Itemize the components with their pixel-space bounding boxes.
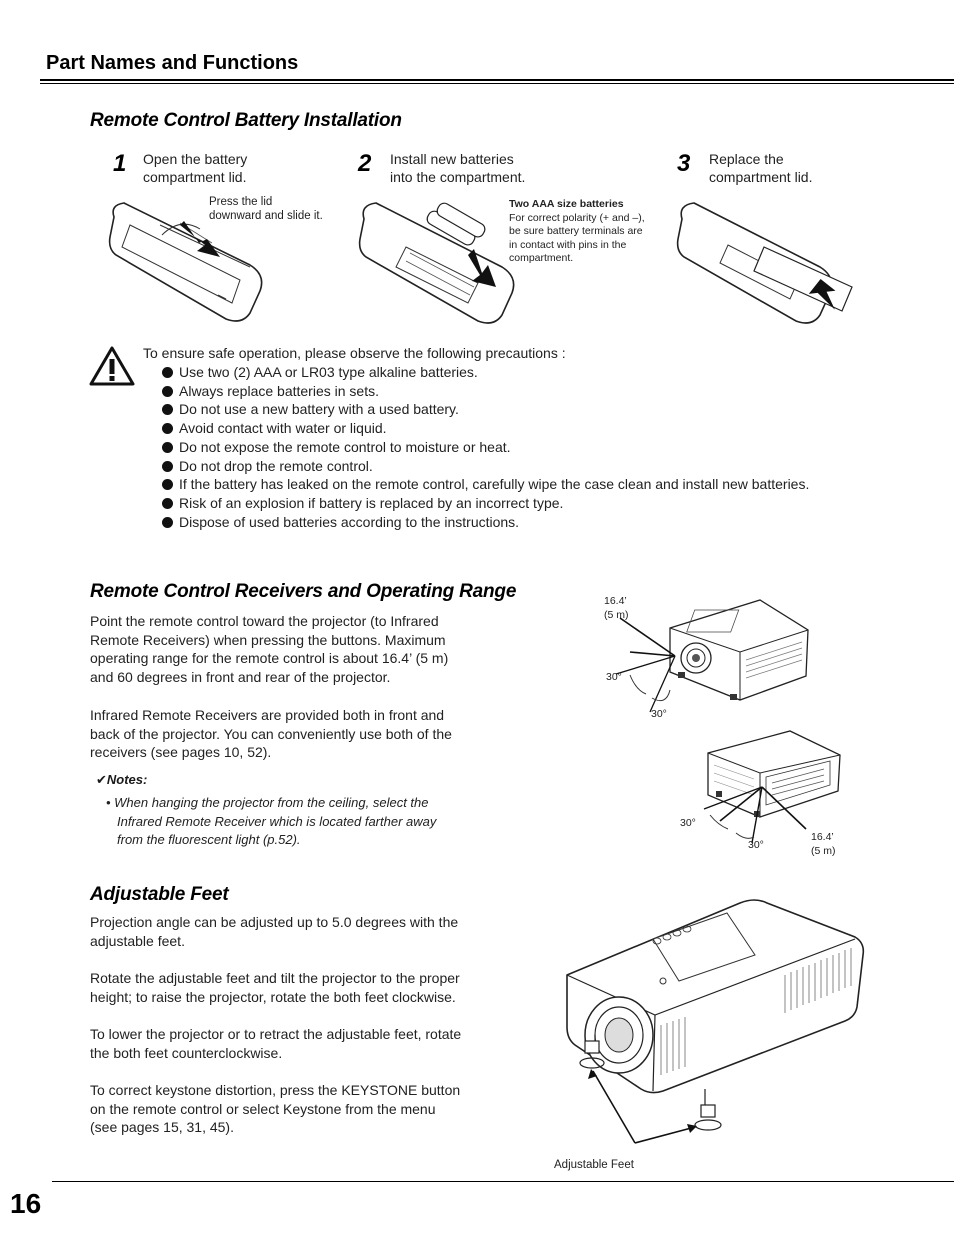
remote-install-batteries-illustration	[358, 202, 515, 324]
list-item: Do not use a new battery with a used bat…	[162, 400, 809, 419]
adjustable-feet-caption: Adjustable Feet	[554, 1159, 634, 1171]
step-2-note: Two AAA size batteries For correct polar…	[509, 198, 645, 264]
rear-angle-label-2: 30°	[748, 839, 764, 851]
feet-paragraph-2: Rotate the adjustable feet and tilt the …	[90, 970, 460, 1005]
precautions-list: Use two (2) AAA or LR03 type alkaline ba…	[162, 363, 809, 531]
precautions-intro: To ensure safe operation, please observe…	[143, 345, 566, 361]
feet-section-title: Adjustable Feet	[90, 884, 229, 905]
notes-label: ✔Notes:	[96, 772, 148, 787]
list-item: Do not expose the remote control to mois…	[162, 438, 809, 457]
rear-range-distance: 16.4’(5 m)	[811, 831, 836, 857]
list-item: Dispose of used batteries according to t…	[162, 513, 809, 532]
receivers-paragraph-1: Point the remote control toward the proj…	[90, 613, 449, 685]
remote-replace-lid-illustration	[676, 202, 853, 324]
feet-paragraph-1: Projection angle can be adjusted up to 5…	[90, 914, 459, 949]
list-item: Use two (2) AAA or LR03 type alkaline ba…	[162, 363, 809, 382]
remote-open-lid-illustration	[108, 202, 263, 322]
header-rule	[40, 79, 954, 81]
projector-adjustable-feet-illustration	[566, 899, 865, 1144]
receivers-section-title: Remote Control Receivers and Operating R…	[90, 581, 517, 602]
list-item: Always replace batteries in sets.	[162, 382, 809, 401]
rear-angle-label-1: 30°	[680, 817, 696, 829]
front-angle-label-1: 30°	[606, 671, 622, 683]
rear-receiver-range-diagram	[703, 730, 841, 844]
receivers-paragraph-2: Infrared Remote Receivers are provided b…	[90, 707, 452, 761]
feet-paragraph-3: To lower the projector or to retract the…	[90, 1026, 462, 1061]
list-item: Do not drop the remote control.	[162, 457, 809, 476]
step-2-number: 2	[358, 150, 372, 177]
front-angle-label-2: 30°	[651, 708, 667, 720]
front-receiver-range-diagram	[615, 599, 809, 713]
list-item: Risk of an explosion if battery is repla…	[162, 494, 809, 513]
header-rule-thin	[40, 83, 954, 84]
list-item: If the battery has leaked on the remote …	[162, 475, 809, 494]
warning-icon	[89, 346, 135, 386]
front-range-distance: 16.4’(5 m)	[604, 595, 629, 621]
footer-rule	[52, 1181, 954, 1182]
step-1-number: 1	[113, 150, 127, 177]
notes-text: • When hanging the projector from the ce…	[106, 795, 437, 848]
feet-paragraph-4: To correct keystone distortion, press th…	[90, 1082, 461, 1136]
battery-section-title: Remote Control Battery Installation	[90, 110, 402, 131]
step-3-number: 3	[677, 150, 691, 177]
page-number: 16	[10, 1188, 42, 1219]
page-section-title: Part Names and Functions	[46, 52, 299, 74]
list-item: Avoid contact with water or liquid.	[162, 419, 809, 438]
